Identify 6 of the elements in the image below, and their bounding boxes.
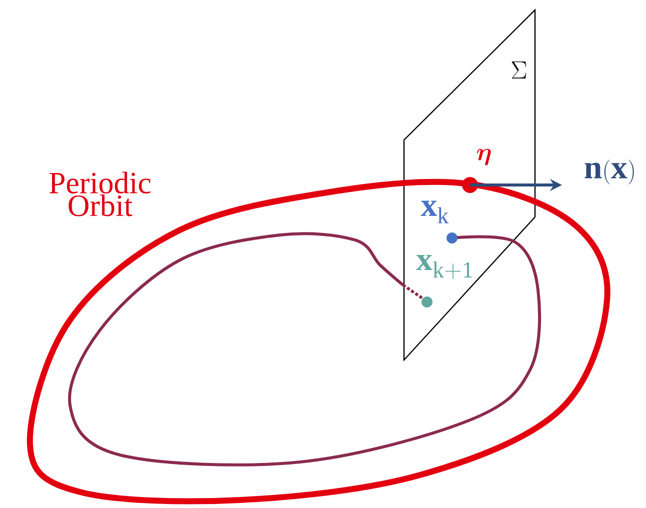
point-label: $\mathbf{x}_{\mathrm{k}}$ [420,200,449,224]
point-label: $\boldsymbol{\eta}$ [476,148,491,166]
vector-label: $\mathbf{n}(\mathbf{x})$ [584,160,634,184]
point-label: $\mathbf{x}_{\mathrm{k+1}}$ [416,254,472,280]
orbit-label: Periodic Orbit [49,172,151,216]
plane-label: $\Sigma$ [512,62,526,78]
